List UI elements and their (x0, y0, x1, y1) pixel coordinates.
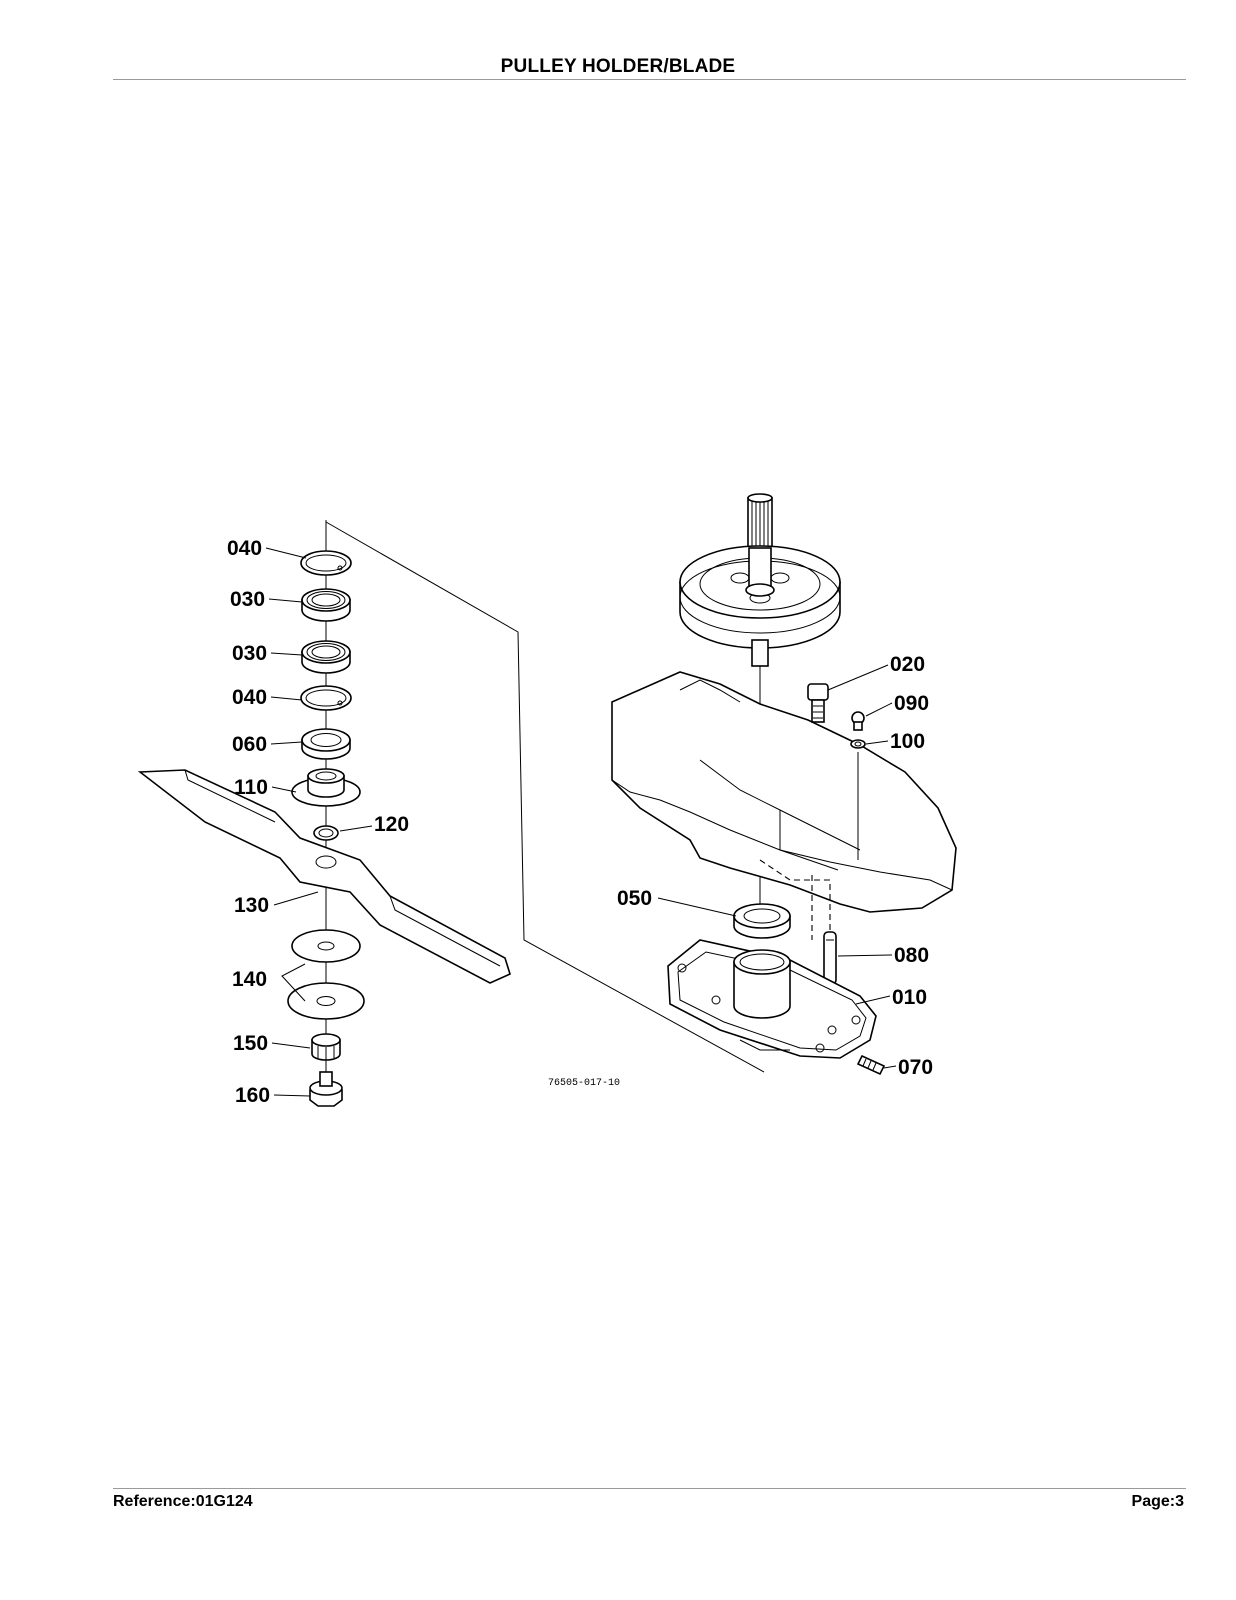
hex-bolt (807, 683, 829, 723)
callout-030-lower: 030 (232, 642, 267, 665)
oil-seal (301, 728, 351, 760)
snap-ring-upper (300, 550, 352, 576)
ball-bearing-upper (301, 588, 351, 622)
cup-washer-upper (291, 929, 361, 963)
callout-040-upper: 040 (227, 537, 262, 560)
spacer-ring (313, 825, 339, 841)
mower-blade (137, 769, 511, 984)
small-washer (850, 739, 866, 749)
grease-fitting (851, 711, 865, 731)
set-screw (856, 1054, 886, 1076)
callout-140: 140 (232, 968, 267, 991)
callout-030-upper: 030 (230, 588, 265, 611)
mower-deck-section (611, 671, 957, 980)
callout-060: 060 (232, 733, 267, 756)
callout-010: 010 (892, 986, 927, 1009)
callout-160: 160 (235, 1084, 270, 1107)
pulley (679, 545, 841, 667)
callout-120: 120 (374, 813, 409, 836)
pulley-holder-housing (667, 939, 877, 1059)
ball-bearing-lower (301, 640, 351, 674)
footer-page-number: Page:3 (1131, 1493, 1184, 1510)
bushing (311, 1033, 341, 1061)
right-assembly (611, 493, 957, 1076)
callout-110: 110 (234, 776, 268, 799)
drawing-reference-code: 76505-017-10 (548, 1078, 620, 1089)
blade-collar (291, 768, 361, 807)
header-divider (113, 79, 1186, 80)
snap-ring-lower (300, 685, 352, 711)
leader-lines (265, 547, 897, 1097)
callout-150: 150 (233, 1032, 268, 1055)
blade-nut (309, 1071, 343, 1107)
callout-080: 080 (894, 944, 929, 967)
cup-washer-lower (287, 982, 365, 1020)
callout-070: 070 (898, 1056, 933, 1079)
callout-labels: 040 030 030 040 060 110 120 130 140 150 … (227, 537, 933, 1107)
callout-100: 100 (890, 730, 925, 753)
footer-divider (113, 1488, 1186, 1489)
footer-reference: Reference:01G124 (113, 1493, 253, 1510)
callout-040-lower: 040 (232, 686, 267, 709)
callout-020: 020 (890, 653, 925, 676)
callout-130: 130 (234, 894, 269, 917)
housing-seal (733, 903, 791, 939)
callout-050: 050 (617, 887, 652, 910)
left-assembly (137, 520, 765, 1107)
page-title: PULLEY HOLDER/BLADE (500, 56, 736, 77)
dowel-pin (823, 931, 837, 985)
callout-090: 090 (894, 692, 929, 715)
spindle-shaft (747, 493, 773, 549)
